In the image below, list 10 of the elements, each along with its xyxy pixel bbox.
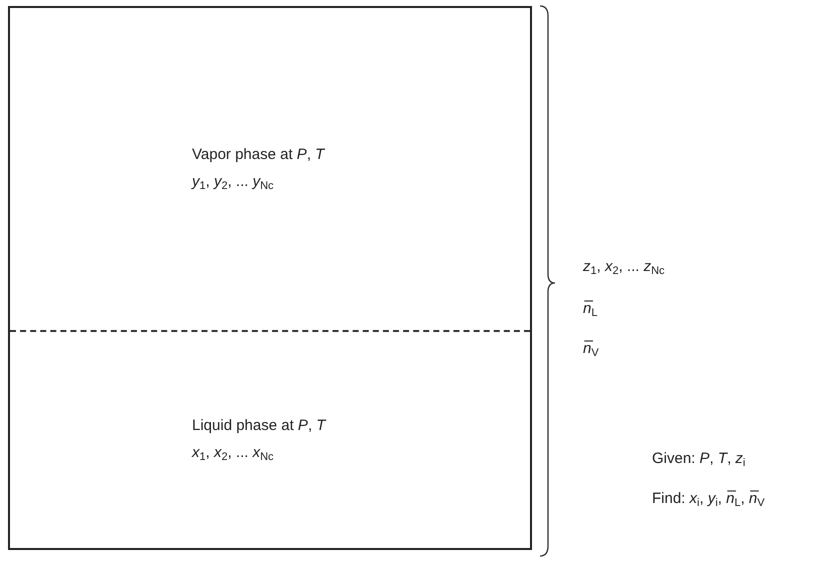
vessel-box <box>8 6 532 550</box>
liquid-moles: n̅$_{L}$ <box>583 300 598 318</box>
phase-label: Liquid phase at P, T <box>192 417 326 435</box>
vapor-moles: n̅$_{V}$ <box>583 340 599 358</box>
given-note: Given: P, T, z$_{i}$ <box>652 450 746 468</box>
phase-label: Vapor phase at P, T <box>192 146 324 164</box>
find-note: Find: x$_{i}$, y$_{i}$, n̅$_{L}$, n̅$_{V}$ <box>652 490 765 508</box>
mole-fraction-list: x$_{1}$, x$_{2}$, ... x$_{Nc}$ <box>192 444 274 462</box>
mole-fraction-list: y$_{1}$, y$_{2}$, ... y$_{Nc}$ <box>192 173 274 191</box>
feed-composition: z$_{1}$, x$_{2}$, ... z$_{Nc}$ <box>583 258 665 276</box>
